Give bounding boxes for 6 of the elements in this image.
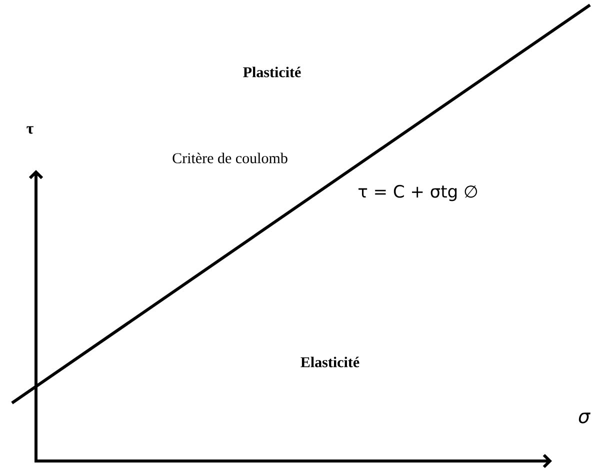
axis-label: σ bbox=[578, 412, 590, 424]
formula-label: τ = C + σtg ∅ bbox=[358, 184, 478, 202]
axis-label: τ bbox=[26, 126, 34, 134]
region-label: Elasticité bbox=[300, 356, 360, 368]
curve-label: Critère de coulomb bbox=[172, 152, 288, 164]
region-label: Plasticité bbox=[243, 66, 301, 78]
